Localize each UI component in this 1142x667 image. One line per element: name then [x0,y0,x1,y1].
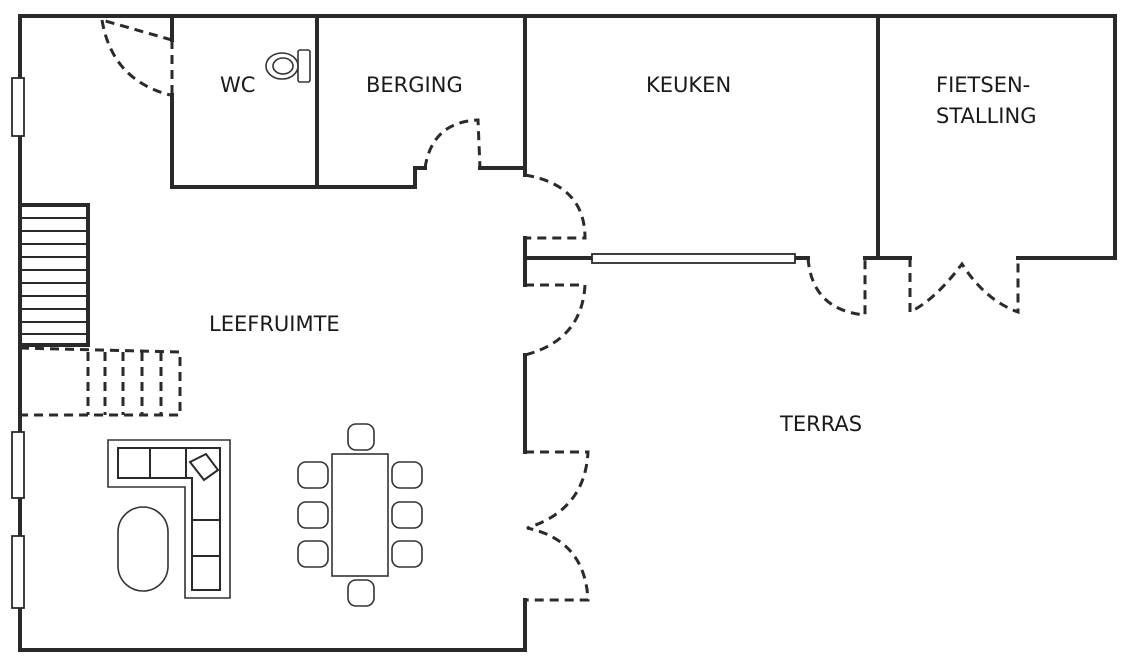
interior-walls [170,14,1117,652]
dining-table-icon [297,423,423,607]
chair-icon [391,501,423,529]
toilet-icon [265,49,311,83]
doors [100,18,1020,602]
chair-icon [391,461,423,489]
coffee-table-icon [117,506,169,592]
room-label-terras: TERRAS [779,412,862,436]
window-keuken-terras [591,253,796,264]
chair-icon [347,423,375,451]
chair-icon [391,540,423,568]
outer-walls [18,14,1117,652]
room-label-fietsenstalling-2: STALLING [936,104,1036,128]
window-west-middle [11,431,25,499]
window-west-bottom [11,535,25,609]
chair-icon [297,461,329,489]
wc-door [100,18,174,97]
chair-icon [347,579,375,607]
window-west-top [11,77,25,137]
room-label-fietsenstalling-1: FIETSEN- [936,73,1030,97]
room-label-keuken: KEUKEN [646,73,731,97]
room-label-leefruimte: LEEFRUIMTE [209,312,340,336]
keuken-door [524,173,587,240]
berging-door [423,118,482,169]
windows [11,77,796,609]
sofa-icon [107,439,231,599]
keuken-terras-door [806,257,867,317]
stairs [18,203,182,417]
fietsenstalling-door [908,258,1020,315]
terras-door-2 [521,450,590,602]
room-label-wc: WC [220,73,255,97]
room-label-berging: BERGING [366,73,463,97]
terras-door-1 [524,283,587,357]
chair-icon [297,501,329,529]
chair-icon [297,540,329,568]
